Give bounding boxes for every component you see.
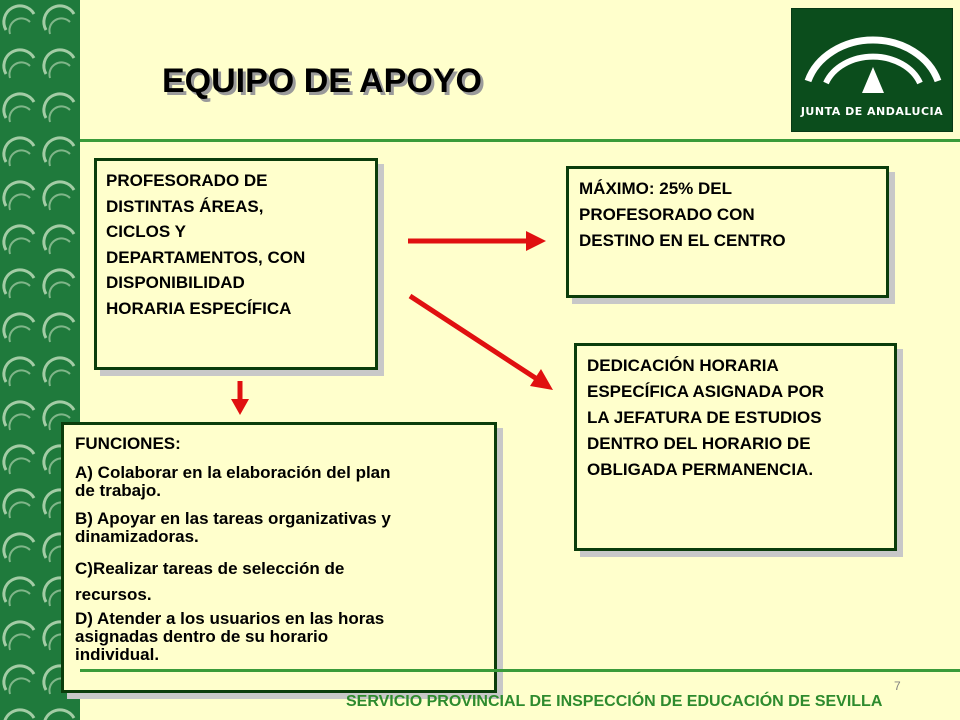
logo-text: JUNTA DE ANDALUCIA: [800, 105, 944, 118]
profesorado-line: DEPARTAMENTOS, CON: [106, 247, 306, 267]
funcion-item-d: D) Atender a los usuarios en las horas a…: [75, 610, 483, 664]
arrow-right-icon: [408, 231, 546, 251]
funcion-line: recursos.: [75, 585, 152, 604]
funcion-line: dinamizadoras.: [75, 527, 199, 546]
box-dedicacion: DEDICACIÓN HORARIA ESPECÍFICA ASIGNADA P…: [574, 343, 897, 551]
dedicacion-line: DEDICACIÓN HORARIA: [587, 356, 779, 375]
maximo-line: MÁXIMO: 25% DEL: [579, 179, 733, 198]
arrow-diagonal-icon: [408, 293, 553, 390]
dedicacion-line: ESPECÍFICA ASIGNADA POR: [587, 382, 825, 401]
dedicacion-line: DENTRO DEL HORARIO DE: [587, 434, 811, 453]
bottom-divider: [80, 669, 960, 672]
footer-text: SERVICIO PROVINCIAL DE INSPECCIÓN DE EDU…: [346, 693, 883, 710]
junta-andalucia-logo: JUNTA DE ANDALUCIA: [791, 8, 953, 132]
page-number: 7: [894, 679, 901, 693]
funcion-line: individual.: [75, 645, 160, 664]
box-maximo: MÁXIMO: 25% DEL PROFESORADO CON DESTINO …: [566, 166, 889, 298]
profesorado-line: DISPONIBILIDAD: [106, 273, 245, 292]
decorative-left-band: [0, 0, 80, 720]
funcion-item-a: A) Colaborar en la elaboración del plan …: [75, 464, 483, 500]
funcion-line: C)Realizar tareas de selección de: [75, 559, 345, 578]
funcion-line: D) Atender a los usuarios en las horas: [75, 609, 385, 628]
box-profesorado: PROFESORADO DE DISTINTAS ÁREAS, CICLOS Y…: [94, 158, 378, 370]
funcion-line: B) Apoyar en las tareas organizativas y: [75, 509, 391, 528]
box-funciones: FUNCIONES: A) Colaborar en la elaboració…: [61, 422, 497, 693]
funcion-line: A) Colaborar en la elaboración del plan: [75, 463, 391, 482]
profesorado-line: PROFESORADO DE: [106, 171, 268, 190]
dedicacion-line: OBLIGADA PERMANENCIA.: [587, 460, 814, 479]
top-divider: [80, 139, 960, 142]
logo-arch-icon: [804, 36, 942, 93]
funcion-line: asignadas dentro de su horario: [75, 627, 329, 646]
dedicacion-line: LA JEFATURA DE ESTUDIOS: [587, 408, 822, 427]
maximo-line: DESTINO EN EL CENTRO: [579, 231, 786, 250]
funcion-line: de trabajo.: [75, 481, 161, 500]
profesorado-line: DISTINTAS ÁREAS,: [106, 196, 264, 216]
funcion-item-b: B) Apoyar en las tareas organizativas y …: [75, 510, 483, 546]
maximo-line: PROFESORADO CON: [579, 205, 755, 224]
funciones-title: FUNCIONES:: [75, 434, 181, 453]
profesorado-line: CICLOS Y: [106, 222, 186, 241]
profesorado-line: HORARIA ESPECÍFICA: [106, 298, 292, 318]
slide-title: EQUIPO DE APOYO: [162, 62, 482, 100]
arrow-down-icon: [231, 381, 249, 415]
funcion-item-c: C)Realizar tareas de selección de recurs…: [75, 556, 483, 608]
